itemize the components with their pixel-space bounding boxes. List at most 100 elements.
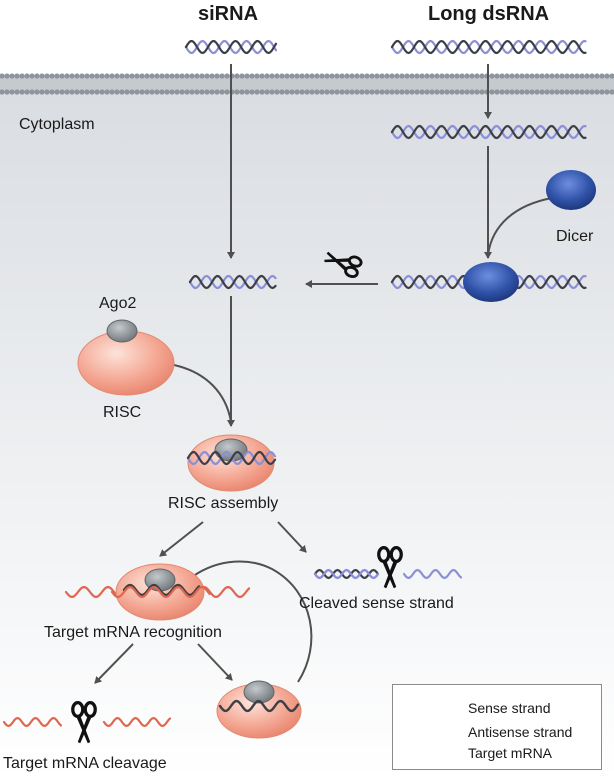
target-mrna <box>2 716 63 728</box>
arrow-risc-recycling <box>187 560 313 683</box>
lipid-head <box>539 89 545 95</box>
lipid-head <box>604 73 610 79</box>
lipid-head <box>299 89 305 95</box>
lipid-head <box>54 73 60 79</box>
lipid-head <box>29 73 35 79</box>
lipid-head <box>559 89 565 95</box>
lipid-head <box>104 73 110 79</box>
lipid-head <box>384 89 390 95</box>
lipid-head <box>449 89 455 95</box>
lipid-head <box>544 73 550 79</box>
lipid-head <box>4 73 10 79</box>
lipid-head <box>464 73 470 79</box>
lipid-head <box>169 89 175 95</box>
sirna-duplex-top <box>184 39 278 55</box>
lipid-head <box>129 73 135 79</box>
cleaved-sense-left <box>313 568 380 580</box>
lipid-head <box>204 73 210 79</box>
risc-assembly-label: RISC assembly <box>168 495 279 512</box>
lipid-head <box>519 73 525 79</box>
antisense-strand <box>313 568 380 580</box>
lipid-head <box>414 89 420 95</box>
lipid-head <box>469 89 475 95</box>
lipid-head <box>24 73 30 79</box>
lipid-head <box>599 89 605 95</box>
lipid-head <box>69 73 75 79</box>
lipid-head <box>339 89 345 95</box>
arrow-risc-loading <box>173 364 232 423</box>
sense-strand <box>184 39 278 55</box>
risc-label: RISC <box>103 404 142 421</box>
lipid-head <box>394 73 400 79</box>
lipid-head <box>364 73 370 79</box>
lipid-head <box>19 73 25 79</box>
lipid-head <box>329 89 335 95</box>
lipid-head <box>309 73 315 79</box>
lipid-head <box>424 89 430 95</box>
lipid-head <box>449 73 455 79</box>
lipid-head <box>259 89 265 95</box>
lipid-head <box>284 73 290 79</box>
lipid-head <box>44 73 50 79</box>
lipid-head <box>479 89 485 95</box>
lipid-head <box>339 73 345 79</box>
lipid-head <box>564 89 570 95</box>
lipid-head <box>504 89 510 95</box>
lipid-head <box>489 89 495 95</box>
lipid-head <box>114 73 120 79</box>
lipid-head <box>239 73 245 79</box>
lipid-head <box>219 73 225 79</box>
lipid-head <box>574 73 580 79</box>
lipid-head <box>159 73 165 79</box>
lipid-head <box>204 89 210 95</box>
lipid-head <box>249 89 255 95</box>
lipid-head <box>469 73 475 79</box>
scissors-blade <box>76 715 91 744</box>
lipid-head <box>294 89 300 95</box>
lipid-head <box>314 89 320 95</box>
target-cleavage-label: Target mRNA cleavage <box>3 755 167 772</box>
lipid-head <box>84 73 90 79</box>
lipid-head <box>104 89 110 95</box>
lipid-head <box>354 73 360 79</box>
lipid-head <box>89 73 95 79</box>
lipid-head <box>594 73 600 79</box>
lipid-head <box>434 89 440 95</box>
lipid-head <box>609 73 614 79</box>
lipid-head <box>164 89 170 95</box>
scissors-icon <box>324 251 363 278</box>
scissors-handle <box>389 546 403 563</box>
lipid-head <box>184 73 190 79</box>
lipid-head <box>34 89 40 95</box>
lipid-head <box>99 73 105 79</box>
sense-strand <box>313 568 380 580</box>
lipid-head <box>599 73 605 79</box>
lipid-head <box>344 89 350 95</box>
lipid-head <box>269 73 275 79</box>
cleaved-sense-strand-label: Cleaved sense strand <box>299 595 454 612</box>
lipid-head <box>29 89 35 95</box>
sense-strand <box>390 124 587 140</box>
risc-assembly-complex <box>187 434 275 492</box>
lipid-head <box>234 89 240 95</box>
lipid-head <box>579 89 585 95</box>
lipid-head <box>424 73 430 79</box>
lipid-head <box>249 73 255 79</box>
lipid-head <box>569 73 575 79</box>
lipid-head <box>304 73 310 79</box>
lipid-head <box>49 73 55 79</box>
lipid-head <box>494 73 500 79</box>
lipid-head <box>109 89 115 95</box>
lipid-head <box>399 89 405 95</box>
lipid-head <box>414 73 420 79</box>
lipid-head <box>374 89 380 95</box>
lipid-head <box>169 73 175 79</box>
lipid-head <box>74 89 80 95</box>
lipid-head <box>329 73 335 79</box>
sense-strand <box>402 568 463 580</box>
lipid-head <box>79 89 85 95</box>
lipid-head <box>174 73 180 79</box>
lipid-head <box>74 73 80 79</box>
